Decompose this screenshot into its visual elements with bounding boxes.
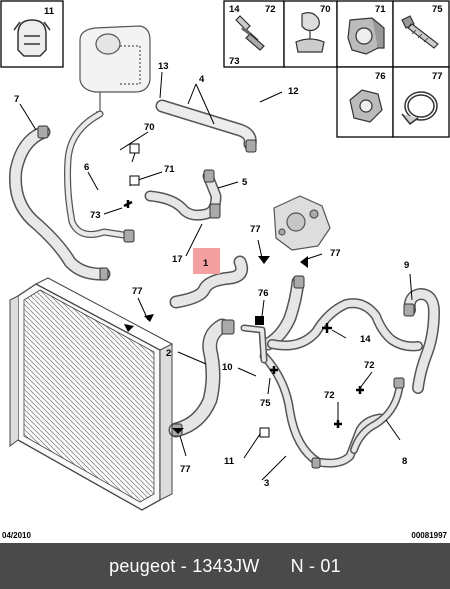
hoses [8,99,440,468]
callout-75: 75 [260,398,271,409]
callout-5: 5 [242,177,248,188]
inset-label-72: 72 [265,4,276,15]
hose-3 [259,351,385,468]
callout-77-b: 77 [330,248,341,259]
callout-8: 8 [402,456,407,467]
inset-box-11: 11 [0,0,64,68]
inset-label-14: 14 [229,4,240,15]
inset-box-75: 75 [392,0,450,68]
callout-labels: 1 2 3 4 5 6 7 8 9 10 11 12 13 14 17 70 7… [14,61,409,489]
callout-77-a: 77 [250,224,261,235]
inset-box-14-72-73: 14 72 73 [223,0,285,68]
callout-7: 7 [14,94,19,105]
highlight-box-1 [193,248,220,274]
callout-17: 17 [172,254,183,265]
callout-2: 2 [166,348,171,359]
clip-icon [13,19,51,57]
push-clip-icon [295,12,325,53]
expansion-tank [79,25,151,113]
callout-13: 13 [158,61,169,72]
callout-71: 71 [164,164,175,175]
arrow-markers [124,256,308,434]
leader-lines [19,71,413,481]
inset-box-71: 71 [336,0,394,68]
callout-77-c: 77 [132,286,143,297]
callout-72-a: 72 [364,360,375,371]
callout-10: 10 [222,362,233,373]
callout-12: 12 [288,86,299,97]
callout-1: 1 [203,258,209,269]
callout-4: 4 [199,74,205,85]
hose-clamp-bracket-icon [347,17,385,55]
callout-9: 9 [404,260,409,271]
thermostat-housing [273,195,331,251]
inset-box-77: 77 [392,66,450,138]
inset-label-73: 73 [229,56,240,67]
callout-6: 6 [84,162,89,173]
nut-icon [349,89,383,123]
inset-label-75: 75 [432,4,443,15]
inset-label-76: 76 [375,71,386,82]
parts-diagram: 11 14 72 73 70 71 [0,0,450,511]
screw-icon [401,15,439,49]
diagram-reference: 00081997 [411,531,447,540]
band-clamp-icon [401,91,438,126]
callout-73: 73 [90,210,101,221]
inset-label-77: 77 [432,71,443,82]
callout-14: 14 [360,334,371,345]
callout-76: 76 [258,288,269,299]
inset-label-71: 71 [375,4,386,15]
inset-label-11: 11 [44,6,55,17]
callout-3: 3 [264,478,269,489]
radiator [9,277,173,511]
fixing-square-76 [255,316,264,325]
callout-70: 70 [144,122,155,133]
inset-box-76: 76 [336,66,394,138]
inset-label-70: 70 [320,4,331,15]
bolt-icon [235,15,265,51]
clamps [37,125,415,469]
caption-bar: peugeot - 1343JW N - 01 [0,543,450,589]
callout-11: 11 [224,456,235,467]
open-markers [129,143,270,438]
inset-box-70: 70 [283,0,338,68]
callout-77-d: 77 [180,464,191,475]
diagram-date: 04/2010 [2,531,31,540]
callout-72-b: 72 [324,390,335,401]
